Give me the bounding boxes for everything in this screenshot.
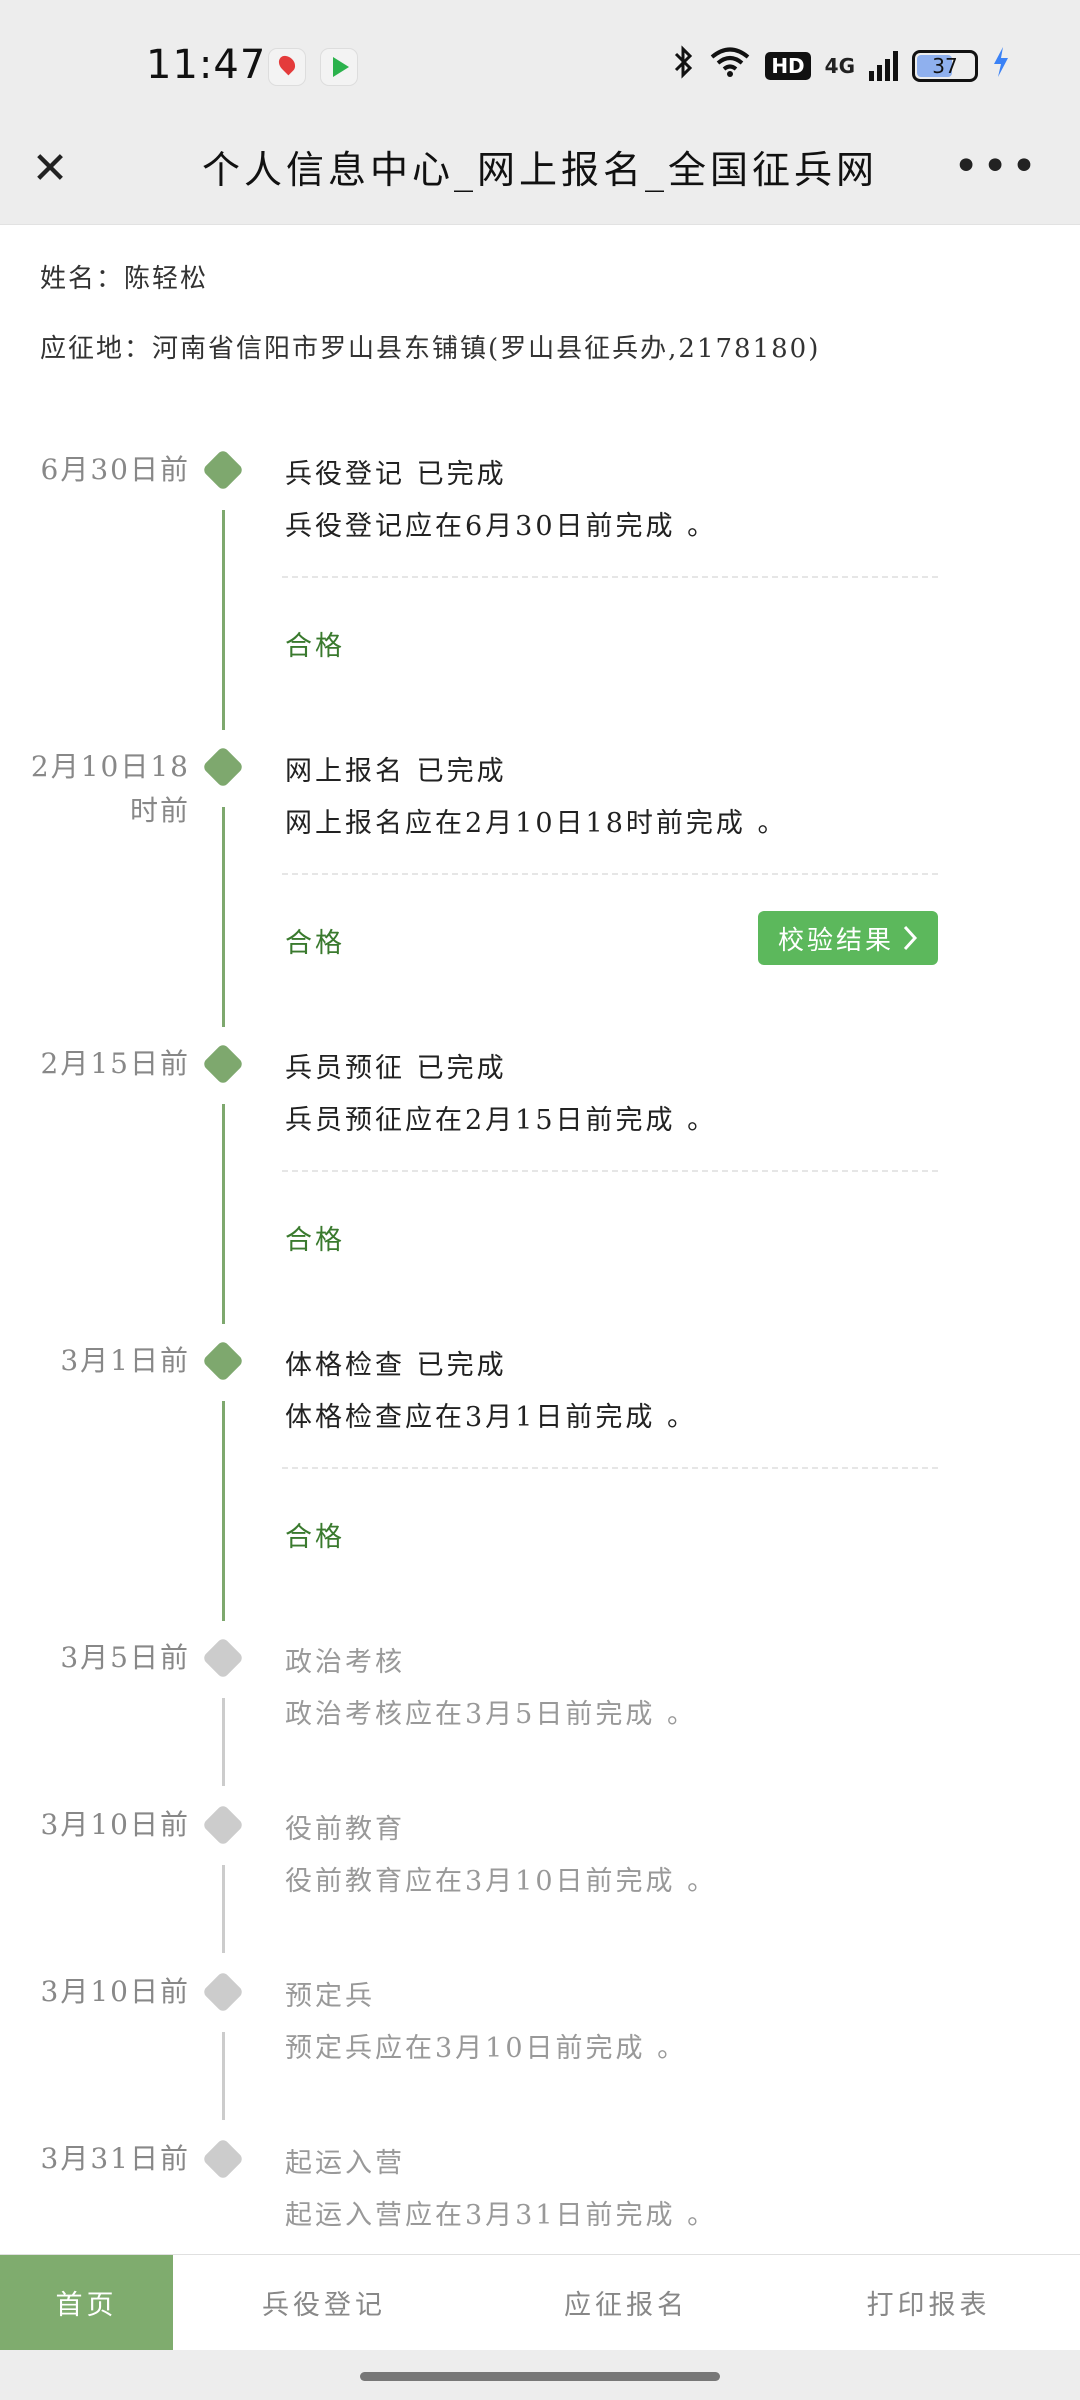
step-title: 体格检查 已完成 [285,1350,507,1381]
step-marker-pending [201,1636,245,1680]
step-description: 体格检查应在3月1日前完成 。 [285,1402,697,1433]
step-title: 起运入营 [285,2148,405,2179]
charging-icon [992,46,1010,86]
step-description: 起运入营应在3月31日前完成 。 [285,2200,718,2231]
tab-military-registration[interactable]: 兵役登记 [262,2290,386,2321]
step-description: 政治考核应在3月5日前完成 。 [285,1699,697,1730]
step-deadline: 3月10日前 [40,1975,190,2008]
step-title: 兵役登记 已完成 [285,459,507,490]
timeline-connector [222,510,225,730]
step-result: 合格 [285,631,345,662]
timeline-connector [222,1865,225,1953]
step-result: 合格 [285,1522,345,1553]
step-marker-done [201,1042,245,1086]
chevron-right-icon [903,925,918,951]
timeline-connector [222,1104,225,1324]
battery-level: 37 [932,54,958,78]
divider [282,1467,938,1469]
step-title: 役前教育 [285,1814,405,1845]
step-result: 合格 [285,928,345,959]
network-type: 4G [824,54,855,78]
step-deadline: 3月1日前 [60,1344,190,1377]
video-app-icon [320,48,358,86]
signal-icon [869,51,898,81]
step-title: 预定兵 [285,1981,375,2012]
applicant-name: 姓名：陈轻松 [40,264,209,294]
step-marker-pending [201,2137,245,2181]
bluetooth-icon [673,45,695,87]
step-description: 役前教育应在3月10日前完成 。 [285,1866,718,1897]
step-description: 兵员预征应在2月15日前完成 。 [285,1105,718,1136]
divider [282,576,938,578]
step-marker-pending [201,1970,245,2014]
timeline-connector [222,2032,225,2120]
check-result-label: 校验结果 [777,925,894,956]
more-options-icon[interactable]: ••• [953,141,1040,192]
step-deadline: 3月5日前 [60,1641,190,1674]
step-deadline: 3月31日前 [40,2142,190,2175]
page-title: 个人信息中心_网上报名_全国征兵网 [201,148,878,192]
step-deadline: 3月10日前 [40,1808,190,1841]
system-icons: HD 4G 37 [673,44,1010,88]
divider [282,873,938,875]
step-deadline: 2月15日前 [40,1047,190,1080]
timeline-connector [222,807,225,1027]
status-bar: 11:47 HD 4G 37 [0,0,1080,135]
clock: 11:47 [146,42,267,88]
step-title: 兵员预征 已完成 [285,1053,507,1084]
step-title: 政治考核 [285,1647,405,1678]
timeline-connector [222,1698,225,1786]
step-marker-pending [201,1803,245,1847]
nav-bar: ✕ 个人信息中心_网上报名_全国征兵网 ••• [0,135,1080,225]
step-marker-done [201,1339,245,1383]
step-title: 网上报名 已完成 [285,756,507,787]
step-deadline: 2月10日18 时前 [30,750,190,827]
step-description: 预定兵应在3月10日前完成 。 [285,2033,688,2064]
enlistment-place: 应征地：河南省信阳市罗山县东铺镇(罗山县征兵办,2178180) [40,334,821,364]
wifi-icon [709,46,751,86]
step-marker-done [201,448,245,492]
battery-icon: 37 [912,50,978,82]
timeline-connector [222,1401,225,1621]
hd-icon: HD [765,52,811,80]
step-result: 合格 [285,1225,345,1256]
step-marker-done [201,745,245,789]
check-result-button[interactable]: 校验结果 [758,911,938,965]
bottom-tab-bar: 首页 兵役登记 应征报名 打印报表 [0,2254,1080,2350]
gesture-area [0,2350,1080,2400]
tab-home[interactable]: 首页 [0,2255,173,2350]
home-indicator[interactable] [360,2372,720,2381]
tab-print-report[interactable]: 打印报表 [866,2290,991,2321]
tab-enlistment-application[interactable]: 应征报名 [564,2290,688,2321]
close-icon[interactable]: ✕ [31,143,69,194]
step-description: 网上报名应在2月10日18时前完成 。 [285,808,788,839]
map-app-icon [268,48,306,86]
progress-timeline: 6月30日前 兵役登记 已完成 兵役登记应在6月30日前完成 。 合格 2月10… [30,448,938,2231]
step-description: 兵役登记应在6月30日前完成 。 [285,511,718,542]
divider [282,1170,938,1172]
step-deadline: 6月30日前 [40,453,190,486]
